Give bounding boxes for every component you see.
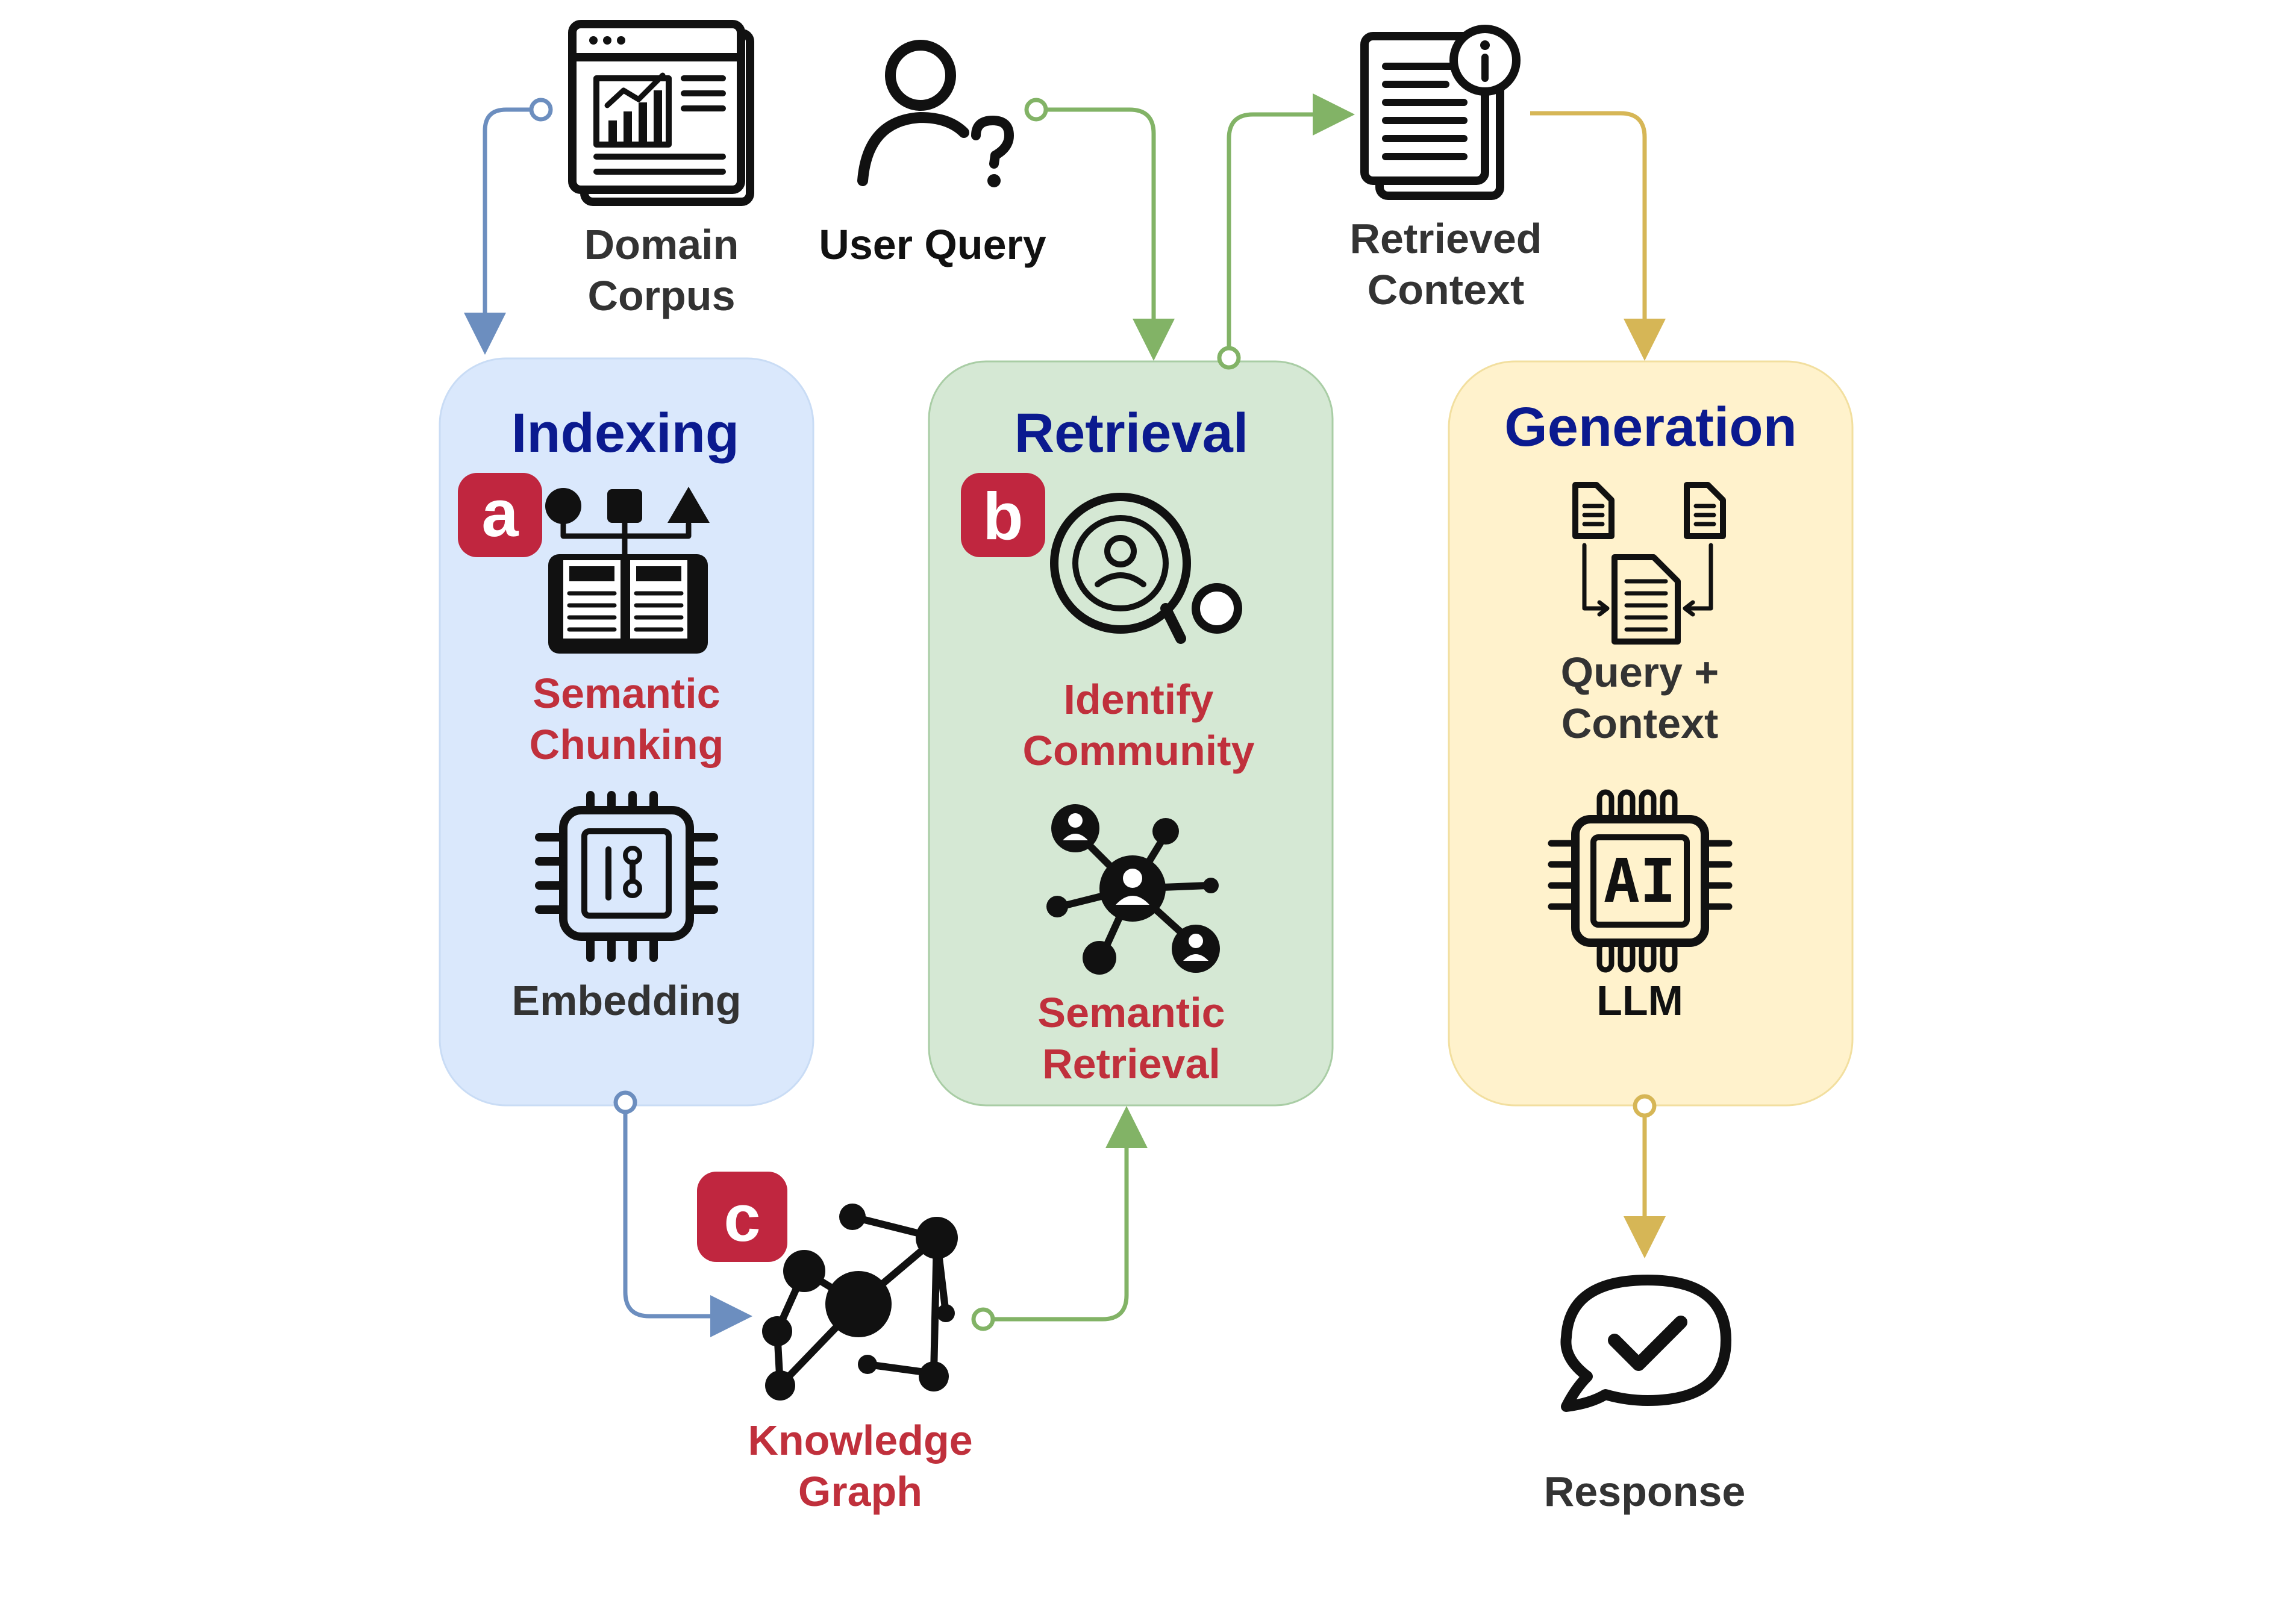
connector-corpus-to-indexing (464, 98, 553, 355)
connector-retrieval-to-context (1217, 93, 1355, 370)
knowledge-graph-icon (762, 1204, 958, 1401)
semantic-retrieval-label-line2: Retrieval (1042, 1040, 1221, 1087)
semantic-chunking-icon (545, 487, 710, 654)
generation-title: Generation (1504, 396, 1797, 458)
svg-text:c: c (724, 1181, 760, 1255)
semantic-retrieval-label: Semantic (1037, 989, 1225, 1036)
knowledge-graph-label: Knowledge (748, 1417, 972, 1464)
response-chat-check-icon (1560, 1275, 1731, 1412)
llm-chip-text: AI (1604, 846, 1676, 916)
connector-graph-to-retrieval (971, 1106, 1148, 1331)
retrieved-context-label-line2: Context (1368, 266, 1525, 313)
query-context-label: Query + (1561, 649, 1719, 696)
semantic-chunking-label: Semantic (533, 670, 720, 717)
semantic-chunking-label-line2: Chunking (530, 721, 724, 768)
llm-label: LLM (1596, 977, 1683, 1024)
knowledge-graph-label-line2: Graph (798, 1468, 922, 1515)
domain-corpus-icon (568, 20, 754, 206)
user-query-label: User Query (819, 221, 1046, 268)
retrieved-context-label: Retrieved (1349, 215, 1542, 262)
domain-corpus-label-line2: Corpus (588, 272, 736, 319)
badge-a: a (458, 473, 542, 557)
semantic-retrieval-icon (1046, 804, 1220, 975)
domain-corpus-label: Domain (584, 221, 739, 268)
retrieved-context-icon (1360, 25, 1521, 200)
retrieval-title: Retrieval (1014, 402, 1249, 464)
response-label: Response (1544, 1468, 1746, 1515)
llm-ai-chip-icon: AI (1548, 789, 1733, 973)
embedding-label: Embedding (511, 977, 741, 1024)
identify-community-icon (1050, 493, 1242, 644)
connector-indexing-to-graph (613, 1090, 752, 1337)
connector-context-to-generation (1530, 111, 1666, 361)
user-question-icon (857, 40, 1014, 187)
connector-generation-to-response (1624, 1094, 1666, 1258)
query-context-label-line2: Context (1561, 700, 1719, 747)
identify-community-label: Identify (1064, 676, 1214, 723)
identify-community-label-line2: Community (1023, 727, 1255, 774)
embedding-chip-icon (535, 791, 718, 962)
badge-b: b (961, 473, 1045, 557)
svg-text:a: a (481, 476, 519, 551)
connector-query-to-retrieval (1024, 98, 1175, 361)
query-context-docs-icon (1572, 482, 1726, 645)
indexing-title: Indexing (511, 402, 739, 464)
svg-text:b: b (983, 479, 1023, 554)
badge-c: c (697, 1172, 787, 1262)
